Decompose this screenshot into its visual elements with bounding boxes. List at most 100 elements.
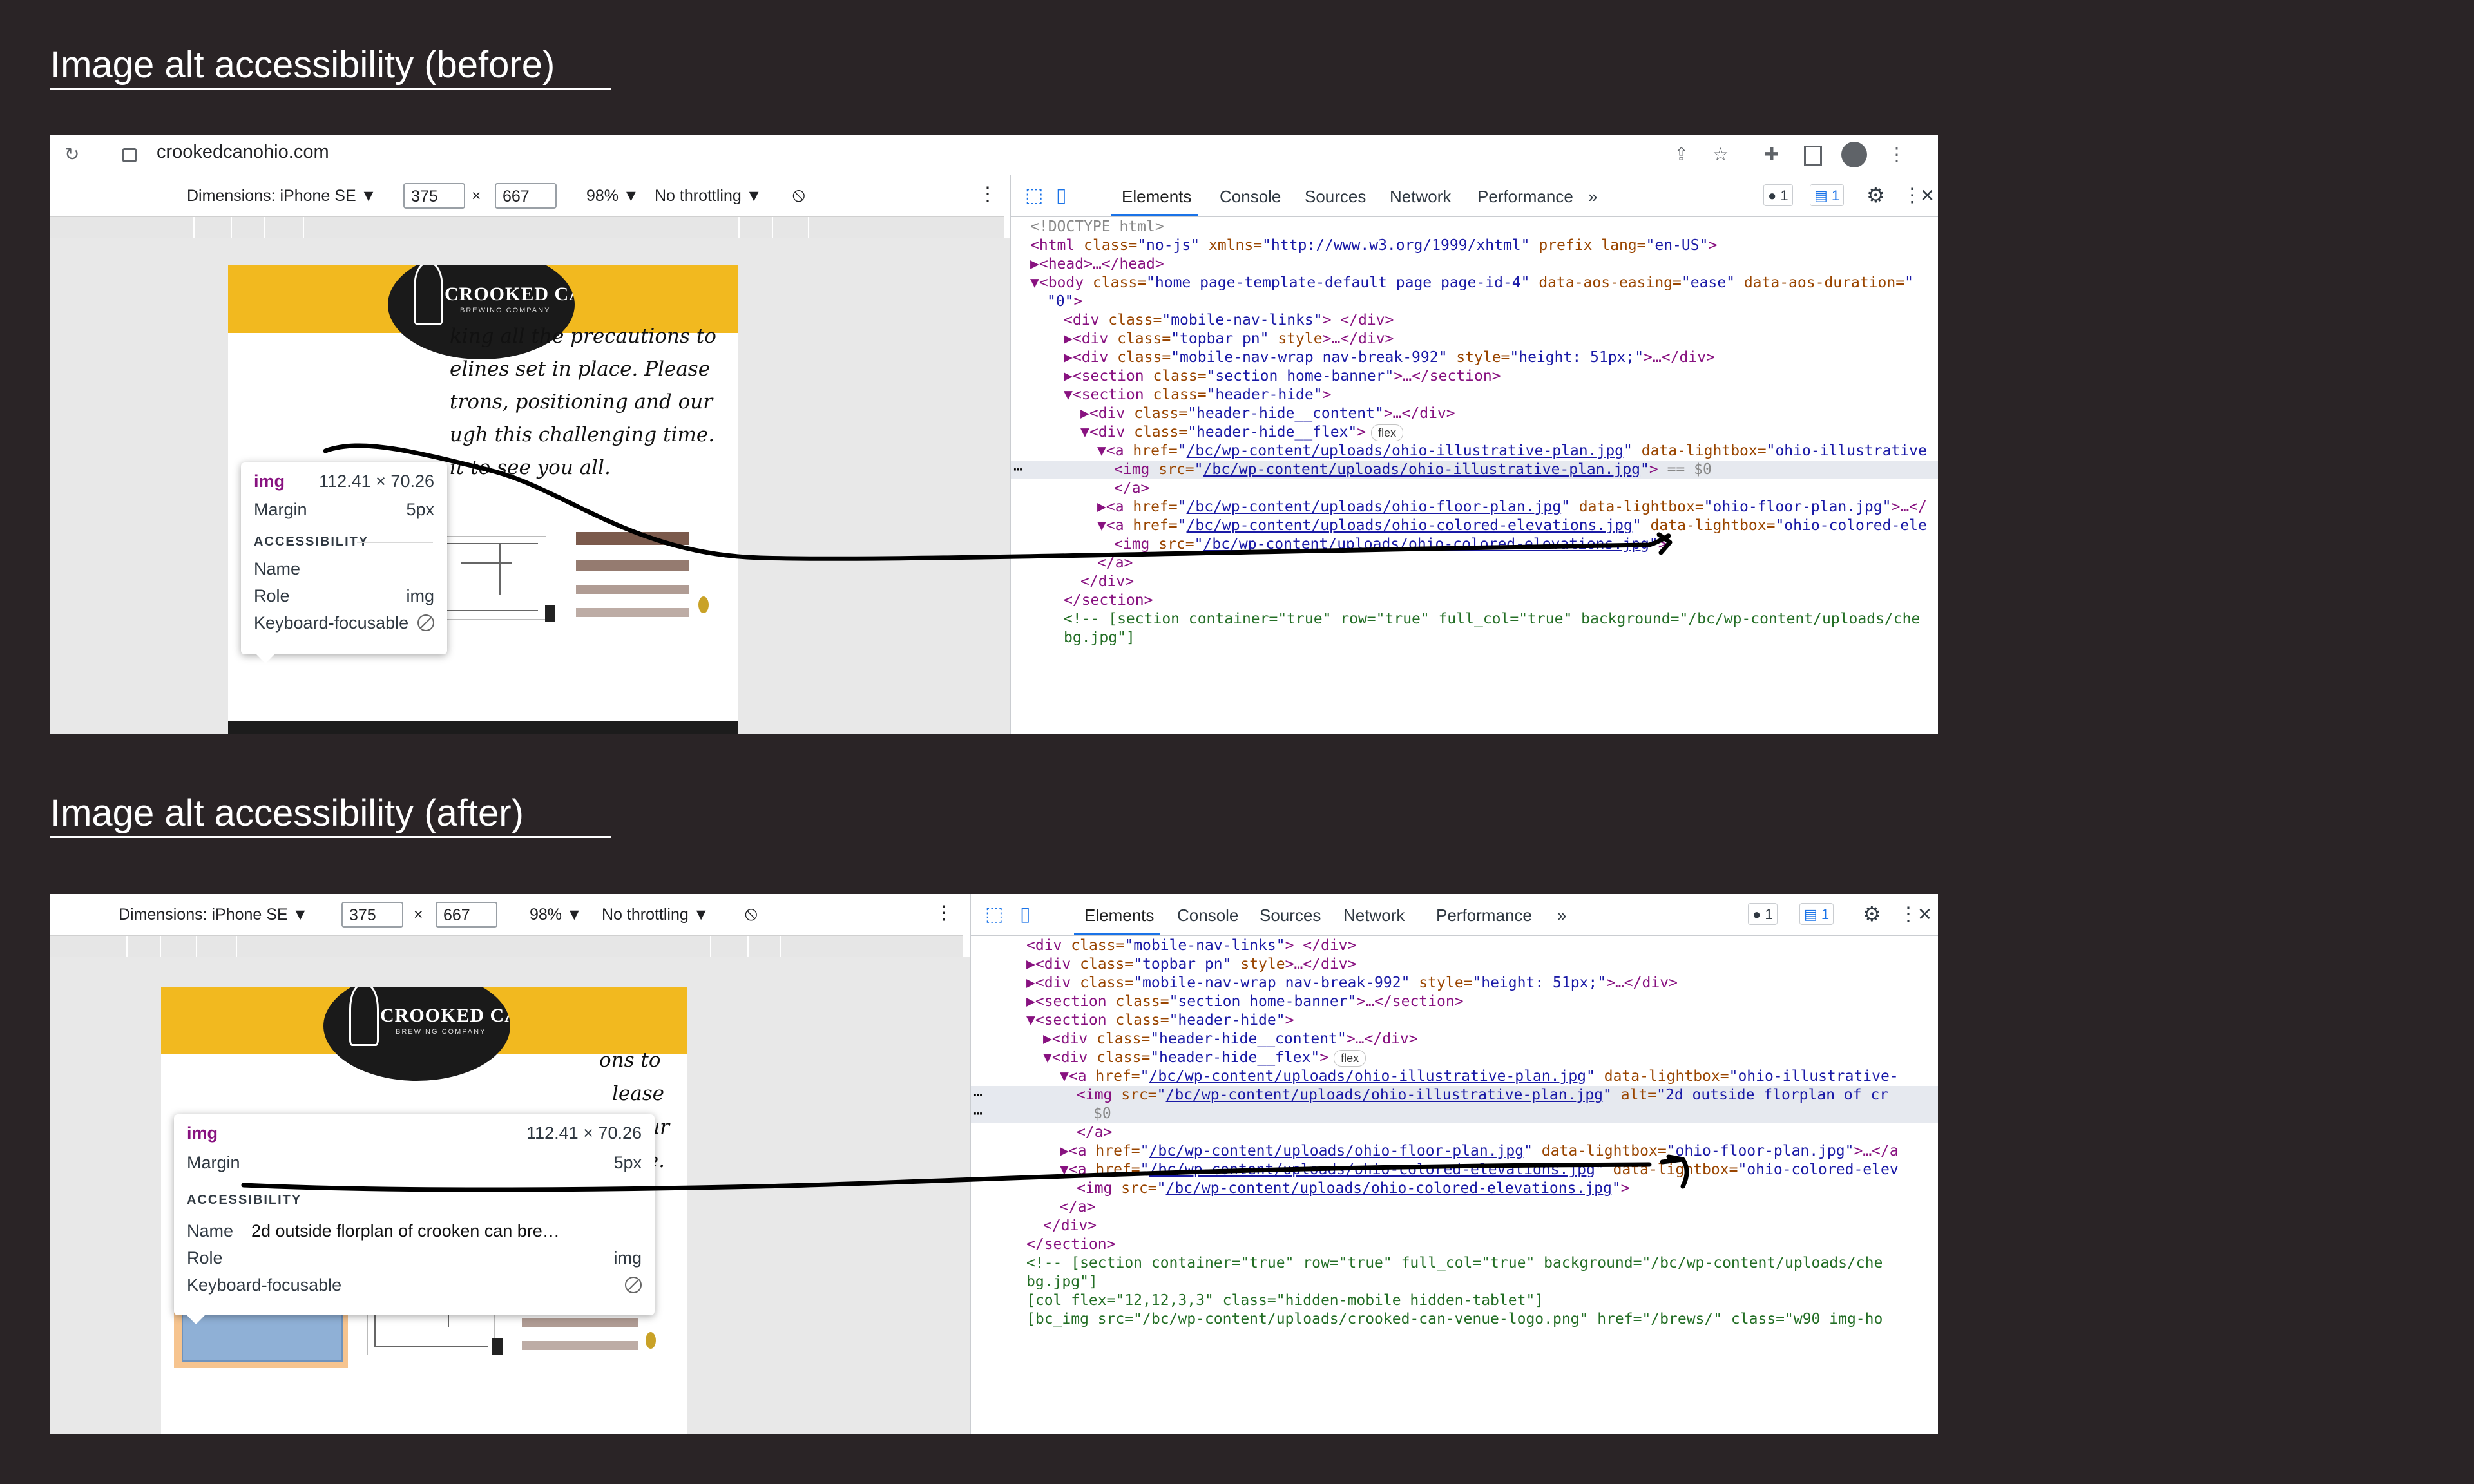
settings-gear-icon[interactable]: ⚙: [1866, 184, 1885, 207]
tab-performance[interactable]: Performance: [1436, 906, 1532, 925]
dom-node-line[interactable]: "0">: [1011, 292, 1938, 311]
message-count-badge[interactable]: ▤ 1: [1810, 184, 1845, 206]
star-icon[interactable]: ☆: [1712, 144, 1729, 164]
dom-node-line[interactable]: bg.jpg"]: [971, 1273, 1938, 1291]
tab-elements[interactable]: Elements: [1084, 906, 1155, 925]
crooked-can-logo[interactable]: CROOKED CAN BREWING COMPANY: [388, 265, 575, 359]
tab-elements[interactable]: Elements: [1122, 187, 1192, 206]
dom-node-line[interactable]: ▶<a href="/bc/wp-content/uploads/ohio-fl…: [1011, 498, 1938, 517]
dom-node-line[interactable]: $0⋯: [971, 1105, 1938, 1123]
more-tabs-icon[interactable]: »: [1557, 906, 1567, 925]
device-toggle-icon[interactable]: ▯: [1056, 185, 1067, 206]
more-options-icon[interactable]: ⋮: [978, 184, 997, 205]
code-token[interactable]: /bc/wp-content/uploads/ohio-floor-plan.j…: [1186, 499, 1562, 515]
dom-node-line[interactable]: ▶<a href="/bc/wp-content/uploads/ohio-fl…: [971, 1142, 1938, 1161]
more-tabs-icon[interactable]: »: [1588, 187, 1598, 206]
dom-node-line[interactable]: </a>: [971, 1123, 1938, 1142]
dom-node-line[interactable]: </a>: [971, 1198, 1938, 1217]
dom-node-line[interactable]: ▼<section class="header-hide">: [1011, 386, 1938, 404]
devtools-menu-icon[interactable]: ⋮: [1899, 904, 1918, 925]
dom-node-line[interactable]: ▼<section class="header-hide">: [971, 1011, 1938, 1030]
message-count-badge[interactable]: ▤ 1: [1799, 903, 1834, 925]
tab-performance[interactable]: Performance: [1477, 187, 1573, 206]
dimensions-select[interactable]: Dimensions: iPhone SE ▼: [119, 906, 308, 924]
dom-node-line[interactable]: ▼<body class="home page-template-default…: [1011, 274, 1938, 292]
dom-node-line[interactable]: ▶<div class="mobile-nav-wrap nav-break-9…: [1011, 348, 1938, 367]
extensions-icon[interactable]: ✚: [1764, 144, 1779, 164]
dom-node-line[interactable]: <img src="/bc/wp-content/uploads/ohio-il…: [971, 1086, 1938, 1105]
dom-node-line[interactable]: <img src="/bc/wp-content/uploads/ohio-il…: [1011, 461, 1938, 479]
menu-icon[interactable]: ⋮: [1888, 144, 1906, 164]
dom-node-line[interactable]: </a>: [1011, 479, 1938, 498]
tab-network[interactable]: Network: [1343, 906, 1405, 925]
code-token[interactable]: /bc/wp-content/uploads/ohio-illustrative…: [1165, 1087, 1604, 1103]
reload-icon[interactable]: ↻: [64, 144, 80, 164]
dom-node-line[interactable]: [bc_img src="/bc/wp-content/uploads/croo…: [971, 1310, 1938, 1329]
dom-node-line[interactable]: <img src="/bc/wp-content/uploads/ohio-co…: [971, 1179, 1938, 1198]
tab-network[interactable]: Network: [1390, 187, 1452, 206]
dom-node-line[interactable]: <html class="no-js" xmlns="http://www.w3…: [1011, 236, 1938, 255]
dom-node-line[interactable]: </a>: [1011, 554, 1938, 573]
node-actions-icon[interactable]: ⋯: [973, 1087, 983, 1103]
devtools-menu-icon[interactable]: ⋮: [1903, 185, 1922, 206]
device-toggle-icon[interactable]: ▯: [1020, 904, 1031, 925]
close-devtools-icon[interactable]: ×: [1918, 900, 1932, 927]
code-token[interactable]: /bc/wp-content/uploads/ohio-illustrative…: [1149, 1068, 1587, 1085]
sidepanel-icon[interactable]: [1804, 146, 1822, 166]
height-input[interactable]: 667: [495, 183, 557, 209]
more-options-icon[interactable]: ⋮: [934, 902, 954, 924]
rotate-icon[interactable]: ⦸: [745, 903, 758, 924]
dom-node-line[interactable]: ▶<head>…</head>: [1011, 255, 1938, 274]
dom-node-line[interactable]: </div>: [971, 1217, 1938, 1235]
zoom-select[interactable]: 98% ▼: [530, 906, 582, 924]
flex-badge[interactable]: flex: [1334, 1050, 1366, 1067]
dom-node-line[interactable]: ▶<section class="section home-banner">…<…: [1011, 367, 1938, 386]
dom-node-line[interactable]: <div class="mobile-nav-links"> </div>: [971, 937, 1938, 955]
height-input[interactable]: 667: [436, 902, 497, 928]
dom-node-line[interactable]: <!-- [section container="true" row="true…: [1011, 610, 1938, 629]
tab-sources[interactable]: Sources: [1305, 187, 1366, 206]
dom-node-line[interactable]: ▶<div class="header-hide__content">…</di…: [971, 1030, 1938, 1049]
code-token[interactable]: /bc/wp-content/uploads/ohio-illustrative…: [1186, 442, 1624, 459]
share-icon[interactable]: ⇪: [1674, 144, 1689, 164]
code-token[interactable]: /bc/wp-content/uploads/ohio-colored-elev…: [1186, 517, 1633, 534]
settings-gear-icon[interactable]: ⚙: [1863, 902, 1881, 926]
media-query-ruler[interactable]: [50, 935, 963, 958]
dom-node-line[interactable]: ▶<div class="topbar pn" style>…</div>: [1011, 330, 1938, 348]
dom-node-line[interactable]: ▶<section class="section home-banner">…<…: [971, 993, 1938, 1011]
error-count-badge[interactable]: ● 1: [1748, 903, 1778, 925]
dom-node-line[interactable]: </section>: [971, 1235, 1938, 1254]
throttle-select[interactable]: No throttling ▼: [655, 187, 762, 205]
tab-sources[interactable]: Sources: [1260, 906, 1321, 925]
throttle-select[interactable]: No throttling ▼: [602, 906, 709, 924]
dom-node-line[interactable]: bg.jpg"]: [1011, 629, 1938, 647]
dom-node-line[interactable]: ▶<div class="topbar pn" style>…</div>: [971, 955, 1938, 974]
tab-console[interactable]: Console: [1177, 906, 1239, 925]
dom-node-line[interactable]: ▼<div class="header-hide__flex">flex: [971, 1049, 1938, 1067]
crooked-can-logo[interactable]: CROOKED CAN BREWING COMPANY: [323, 987, 510, 1081]
node-actions-icon[interactable]: ⋯: [1013, 461, 1022, 478]
inspect-element-icon[interactable]: ⬚: [1025, 185, 1044, 206]
lock-icon[interactable]: [122, 148, 137, 162]
code-token[interactable]: /bc/wp-content/uploads/ohio-colored-elev…: [1165, 1180, 1612, 1197]
rotate-icon[interactable]: ⦸: [792, 184, 805, 205]
inspect-element-icon[interactable]: ⬚: [985, 904, 1004, 925]
code-token[interactable]: /bc/wp-content/uploads/ohio-illustrative…: [1203, 461, 1641, 478]
dom-node-line[interactable]: ▼<a href="/bc/wp-content/uploads/ohio-co…: [1011, 517, 1938, 535]
width-input[interactable]: 375: [341, 902, 403, 928]
error-count-badge[interactable]: ● 1: [1763, 184, 1793, 206]
dimensions-select[interactable]: Dimensions: iPhone SE ▼: [187, 187, 376, 205]
dom-node-line[interactable]: ▶<div class="mobile-nav-wrap nav-break-9…: [971, 974, 1938, 993]
dom-node-line[interactable]: ▼<a href="/bc/wp-content/uploads/ohio-il…: [1011, 442, 1938, 461]
flex-badge[interactable]: flex: [1371, 424, 1404, 441]
dom-node-line[interactable]: ▼<div class="header-hide__flex">flex: [1011, 423, 1938, 442]
dom-node-line[interactable]: ▼<a href="/bc/wp-content/uploads/ohio-il…: [971, 1067, 1938, 1086]
code-token[interactable]: /bc/wp-content/uploads/ohio-floor-plan.j…: [1149, 1143, 1524, 1159]
dom-node-line[interactable]: <!DOCTYPE html>: [1011, 218, 1938, 236]
close-devtools-icon[interactable]: ×: [1921, 182, 1935, 208]
dom-node-line[interactable]: ▶<div class="header-hide__content">…</di…: [1011, 404, 1938, 423]
dom-node-line[interactable]: <div class="mobile-nav-links"> </div>: [1011, 311, 1938, 330]
tab-console[interactable]: Console: [1220, 187, 1281, 206]
dom-node-line[interactable]: <!-- [section container="true" row="true…: [971, 1254, 1938, 1273]
width-input[interactable]: 375: [403, 183, 465, 209]
